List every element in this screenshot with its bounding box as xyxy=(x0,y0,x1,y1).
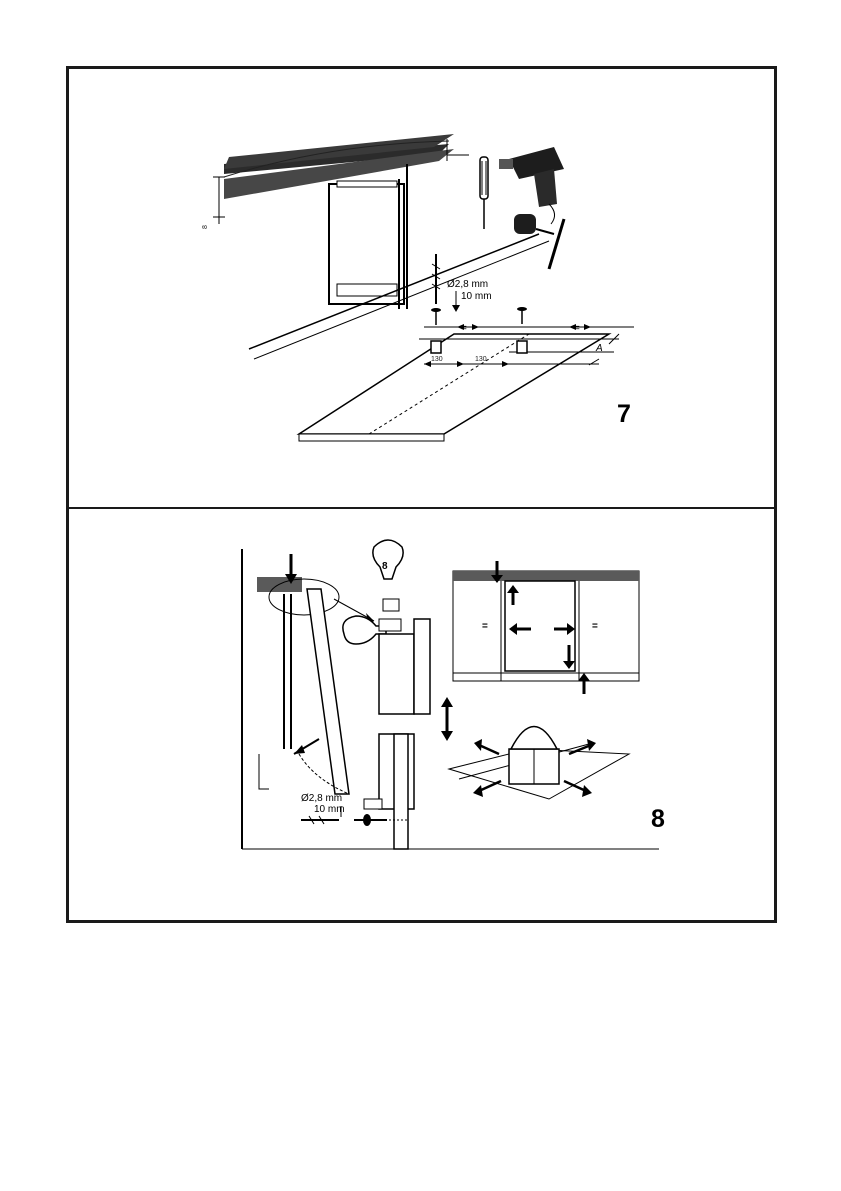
figure-7-number: 7 xyxy=(617,400,631,428)
hinge-bracket xyxy=(379,634,414,714)
power-drill-icon xyxy=(499,147,564,224)
drill-bit-8 xyxy=(301,816,339,824)
equal-mark-8-right: = xyxy=(592,621,598,632)
pencil-icon xyxy=(549,219,564,269)
screwdriver-icon xyxy=(480,157,488,229)
dim-a-label: A xyxy=(595,343,603,354)
drill-diameter-label: Ø2,8 mm xyxy=(447,279,488,290)
figure-7-illustration: 8 = = 130 130 A xyxy=(69,69,771,506)
figure-8-illustration: 8 Ø2,8 mm 10 mm xyxy=(69,509,771,915)
screw-left xyxy=(431,308,441,325)
drill-depth-label-8: 10 mm xyxy=(314,804,345,815)
detail-circle xyxy=(269,579,339,615)
drill-diameter-label-8: Ø2,8 mm xyxy=(301,793,342,804)
screw-right xyxy=(517,307,527,324)
figure-8-number: 8 xyxy=(651,805,665,833)
dim-side-label: 8 xyxy=(202,225,209,229)
spacing-right-label: 130 xyxy=(475,356,487,363)
drill-depth-label: 10 mm xyxy=(461,291,492,302)
bracket-right xyxy=(517,341,527,353)
drill-bit xyxy=(432,254,440,304)
figure-7-panel: 8 = = 130 130 A xyxy=(69,69,771,506)
equal-mark-right: = xyxy=(574,323,580,334)
bracket-left xyxy=(431,341,441,353)
cap-nut-detail xyxy=(449,727,629,800)
spacing-left-label: 130 xyxy=(431,356,443,363)
tilted-door-panel xyxy=(307,589,349,794)
tape-measure-icon xyxy=(514,214,554,234)
equal-mark-8-left: = xyxy=(482,621,488,632)
up-down-arrow-icon xyxy=(441,697,453,741)
wrench-top-icon: 8 xyxy=(373,540,403,579)
screw-8 xyxy=(354,814,387,826)
wrench-size-label: 8 xyxy=(382,561,388,572)
equal-mark-left: = xyxy=(461,323,467,334)
door-panel-board xyxy=(299,334,609,434)
figure-8-panel: 8 Ø2,8 mm 10 mm xyxy=(69,509,771,915)
